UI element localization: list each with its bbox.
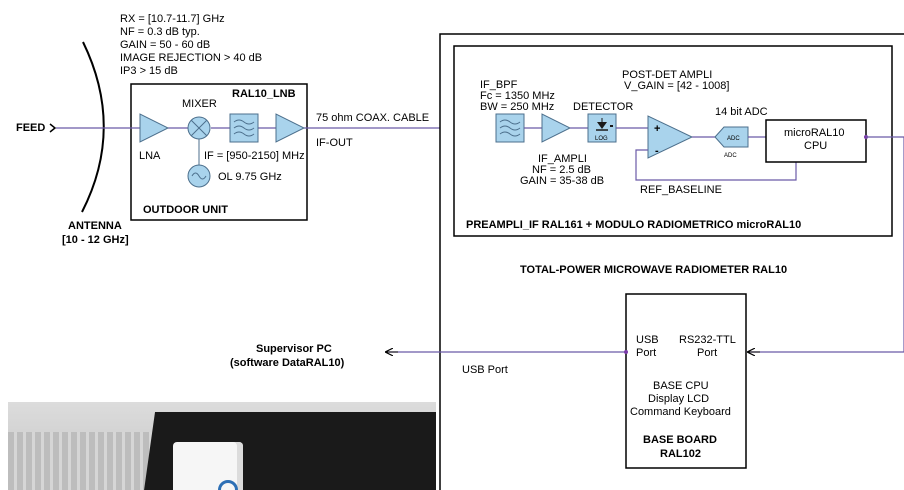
minus-input: - <box>655 145 659 157</box>
command-keyboard-label: Command Keyboard <box>630 406 731 418</box>
base-cpu-label: BASE CPU <box>653 380 709 392</box>
lna-amplifier-icon <box>139 113 170 143</box>
usb-node <box>624 350 628 354</box>
mixer-label: MIXER <box>182 98 217 110</box>
rs232-port-title: RS232-TTL <box>679 334 736 346</box>
adc-inner-label: ADC <box>727 136 740 142</box>
detector-label: DETECTOR <box>573 101 633 113</box>
usb-port-title: USB <box>636 334 659 346</box>
base-board-title: BASE BOARD <box>643 434 717 446</box>
usb-port-link-label: USB Port <box>462 364 508 376</box>
oscillator-icon <box>187 164 211 188</box>
lnb-name: RAL10_LNB <box>232 88 296 100</box>
detector-diode-icon: LOG <box>587 113 617 143</box>
if-ampli-nf: NF = 2.5 dB <box>532 164 591 176</box>
serial-link-line <box>748 136 904 353</box>
coax-cable-label: 75 ohm COAX. CABLE <box>316 112 429 124</box>
adc-title: 14 bit ADC <box>715 106 768 118</box>
ref-baseline-feedback-line <box>635 146 797 181</box>
hardware-photo <box>8 402 436 490</box>
antenna-dish <box>81 41 105 213</box>
microral10-cpu-box <box>765 119 867 163</box>
plus-input: + <box>654 123 660 135</box>
cpu-name: microRAL10 <box>784 127 845 139</box>
post-det-name: POST-DET AMPLI <box>622 69 712 81</box>
odu-if-amplifier-icon <box>275 113 306 143</box>
post-det-gain: V_GAIN = [42 - 1008] <box>624 80 729 92</box>
lna-label: LNA <box>139 150 161 162</box>
supervisor-pc-title: Supervisor PC <box>256 343 332 355</box>
preampli-title: PREAMPLI_IF RAL161 + MODULO RADIOMETRICO… <box>466 219 801 231</box>
if-out-label: IF-OUT <box>316 137 353 149</box>
odu-bandpass-filter-icon <box>229 113 259 143</box>
spec-ip3: IP3 > 15 dB <box>120 65 178 77</box>
if-bandpass-filter-icon <box>495 113 525 143</box>
svg-text:LOG: LOG <box>595 136 608 142</box>
ol-label: OL 9.75 GHz <box>218 171 282 183</box>
antenna-title: ANTENNA <box>68 220 122 232</box>
adc-sub-label: ADC <box>724 153 737 159</box>
if-ampli-name: IF_AMPLI <box>538 153 587 165</box>
if-bpf-name: IF_BPF <box>480 79 518 91</box>
base-board-model: RAL102 <box>660 448 701 460</box>
lnb-specs: RX = [10.7-11.7] GHz NF = 0.3 dB typ. GA… <box>120 13 262 77</box>
feed-arrow-icon <box>49 123 57 133</box>
blue-wire <box>218 480 238 490</box>
display-lcd-label: Display LCD <box>648 393 709 405</box>
spec-image-rejection: IMAGE REJECTION > 40 dB <box>120 52 262 64</box>
radiometer-title: TOTAL-POWER MICROWAVE RADIOMETER RAL10 <box>520 264 787 276</box>
if-bpf-fc: Fc = 1350 MHz <box>480 90 555 102</box>
if-bpf-bw: BW = 250 MHz <box>480 101 554 113</box>
cpu-label: CPU <box>804 140 827 152</box>
antenna-band: [10 - 12 GHz] <box>62 234 129 246</box>
feed-label: FEED <box>16 122 45 134</box>
base-board-box <box>625 293 747 469</box>
outdoor-unit-title: OUTDOOR UNIT <box>143 204 228 216</box>
usb-port-label: Port <box>636 347 656 359</box>
spec-rx: RX = [10.7-11.7] GHz <box>120 13 225 25</box>
spec-nf: NF = 0.3 dB typ. <box>120 26 200 38</box>
spec-gain: GAIN = 50 - 60 dB <box>120 39 210 51</box>
if-amplifier-icon <box>541 113 572 143</box>
rs232-port-label: Port <box>697 347 717 359</box>
mixer-icon <box>187 116 211 140</box>
if-ampli-gain: GAIN = 35-38 dB <box>520 175 604 187</box>
supervisor-pc-software: (software DataRAL10) <box>230 357 345 369</box>
ref-baseline-label: REF_BASELINE <box>640 184 722 196</box>
post-det-amplifier-icon <box>647 115 694 159</box>
if-label: IF = [950-2150] MHz <box>204 150 305 162</box>
outdoor-unit-box <box>130 83 308 221</box>
